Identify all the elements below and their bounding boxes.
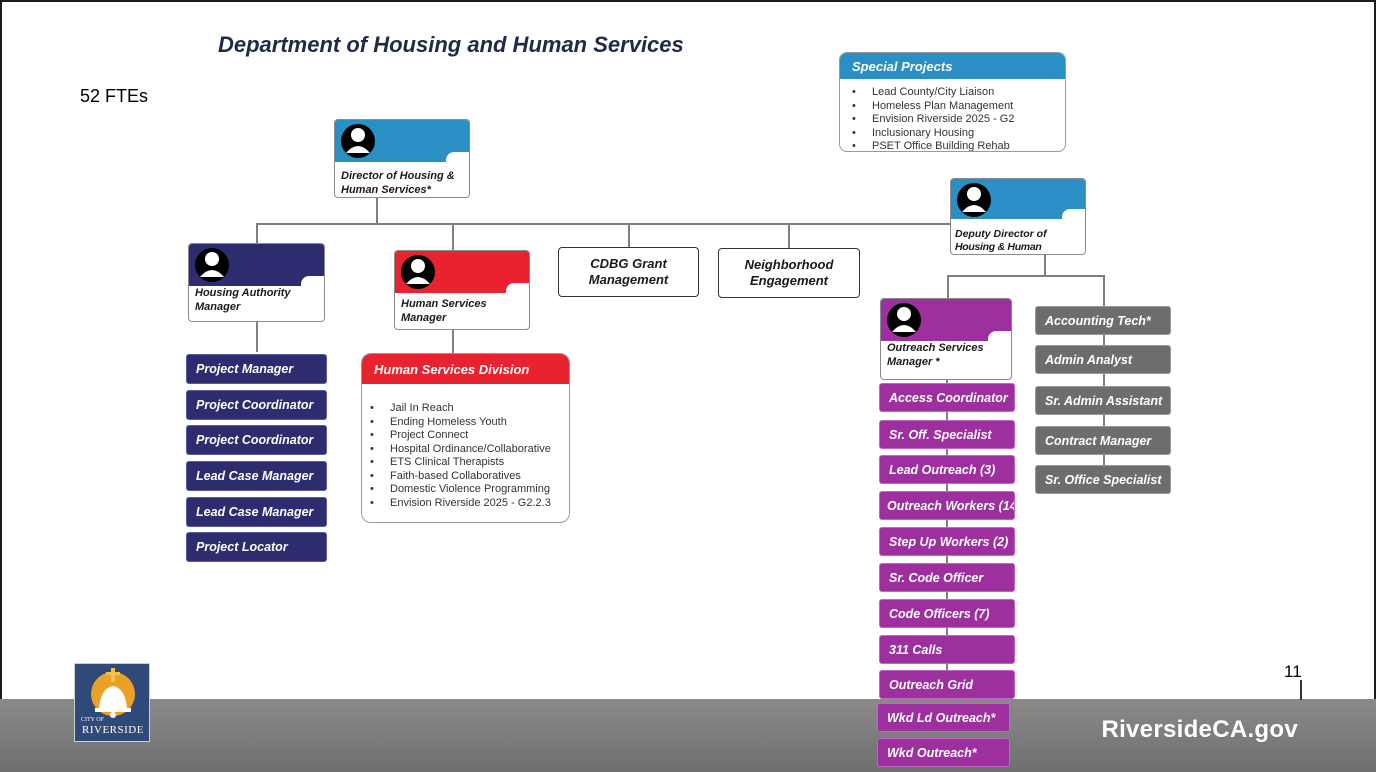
deputy-staff-item: Sr. Admin Assistant [1035, 386, 1171, 415]
director-title-line1: Director of Housing & [341, 170, 455, 182]
card-notch [506, 283, 529, 295]
neighborhood-engagement-box: Neighborhood Engagement [718, 248, 860, 298]
housing-staff-item: Project Coordinator [186, 425, 327, 455]
housing-staff-item: Project Manager [186, 354, 327, 384]
human-services-manager-line1: Human Services [401, 298, 487, 310]
housing-manager-line2: Manager [195, 301, 241, 313]
special-projects-list: Lead County/City Liaison Homeless Plan M… [846, 86, 1014, 151]
human-services-manager-line2: Manager [401, 312, 447, 324]
connector [256, 223, 956, 225]
list-item: Hospital Ordinance/Collaborative [364, 443, 551, 457]
neighborhood-line2: Engagement [749, 273, 828, 288]
outreach-staff-item: Outreach Grid [879, 670, 1015, 699]
connector [628, 223, 630, 248]
outreach-staff-item: Wkd Outreach* [877, 738, 1010, 767]
special-projects-heading: Special Projects [840, 53, 1065, 79]
bell-tower-icon [75, 664, 149, 720]
card-notch [301, 276, 324, 288]
list-item: Project Connect [364, 429, 551, 443]
list-item: PSET Office Building Rehab [846, 140, 1014, 151]
list-item: Envision Riverside 2025 - G2 [846, 113, 1014, 127]
housing-manager-line1: Housing Authority [195, 287, 291, 299]
outreach-staff-item: Step Up Workers (2) [879, 527, 1015, 556]
housing-staff-item: Project Coordinator [186, 390, 327, 420]
human-services-manager-card: Human Services Manager [394, 250, 530, 330]
outreach-staff-item: Sr. Code Officer [879, 563, 1015, 592]
list-item: Faith-based Collaboratives [364, 470, 551, 484]
page-title: Department of Housing and Human Services [218, 32, 684, 57]
connector [452, 223, 454, 250]
housing-authority-manager-card: Housing Authority Manager [188, 243, 325, 322]
connector [947, 275, 1104, 277]
person-icon [341, 124, 375, 158]
outreach-staff-item: Access Coordinator [879, 383, 1015, 412]
list-item: Lead County/City Liaison [846, 86, 1014, 100]
director-title-line2: Human Services* [341, 184, 431, 196]
connector [452, 330, 454, 354]
outreach-manager-line2: Manager * [887, 356, 940, 368]
housing-staff-item: Lead Case Manager [186, 497, 327, 527]
logo-city-of: CITY OF [81, 717, 104, 723]
deputy-director-card: Deputy Director of Housing & Human Servi… [950, 178, 1086, 255]
page-number: 11 [1284, 662, 1302, 681]
list-item: ETS Clinical Therapists [364, 456, 551, 470]
outreach-services-manager-card: Outreach Services Manager * [880, 298, 1012, 380]
list-item: Ending Homeless Youth [364, 416, 551, 430]
housing-staff-item: Lead Case Manager [186, 461, 327, 491]
connector [788, 223, 790, 249]
cdbg-line1: CDBG Grant [590, 256, 667, 271]
cdbg-grant-management-box: CDBG Grant Management [558, 247, 699, 297]
fte-count: 52 FTEs [80, 86, 149, 106]
connector [947, 275, 949, 299]
connector [256, 320, 258, 352]
connector [1044, 254, 1046, 276]
special-projects-box: Special Projects Lead County/City Liaiso… [839, 52, 1066, 152]
logo-city-name: RIVERSIDE [82, 724, 144, 736]
outreach-staff-item: Wkd Ld Outreach* [877, 703, 1010, 732]
list-item: Envision Riverside 2025 - G2.2.3 [364, 497, 551, 511]
person-icon [887, 303, 921, 337]
page-number-rule [1300, 680, 1302, 700]
outreach-staff-item: Sr. Off. Specialist [879, 420, 1015, 449]
person-icon [957, 183, 991, 217]
deputy-title-line2: Housing & Human Services* [955, 241, 1042, 253]
list-item: Homeless Plan Management [846, 100, 1014, 114]
human-services-division-heading: Human Services Division [362, 354, 569, 384]
footer-website[interactable]: RiversideCA.gov [1101, 716, 1298, 743]
deputy-staff-item: Contract Manager [1035, 426, 1171, 455]
list-item: Domestic Violence Programming [364, 483, 551, 497]
cdbg-line2: Management [588, 272, 669, 287]
human-services-division-box: Human Services Division Jail In Reach En… [361, 353, 570, 523]
city-logo: CITY OF RIVERSIDE [74, 663, 150, 742]
deputy-staff-item: Sr. Office Specialist [1035, 465, 1171, 494]
deputy-staff-item: Admin Analyst [1035, 345, 1171, 374]
connector [256, 223, 258, 244]
footer-bar [0, 699, 1376, 772]
connector [1103, 275, 1105, 475]
human-services-division-list: Jail In Reach Ending Homeless Youth Proj… [364, 402, 551, 510]
card-notch [446, 152, 469, 164]
person-icon [401, 255, 435, 289]
outreach-staff-item: Code Officers (7) [879, 599, 1015, 628]
outreach-manager-line1: Outreach Services [887, 342, 984, 354]
list-item: Jail In Reach [364, 402, 551, 416]
connector [376, 197, 378, 224]
person-icon [195, 248, 229, 282]
deputy-staff-item: Accounting Tech* [1035, 306, 1171, 335]
deputy-title-line1: Deputy Director of [955, 228, 1047, 240]
housing-staff-item: Project Locator [186, 532, 327, 562]
card-notch [988, 331, 1011, 343]
outreach-staff-item: 311 Calls [879, 635, 1015, 664]
director-card: Director of Housing & Human Services* [334, 119, 470, 198]
list-item: Inclusionary Housing [846, 127, 1014, 141]
outreach-staff-item: Outreach Workers (14) [879, 491, 1015, 520]
neighborhood-line1: Neighborhood [744, 257, 834, 272]
card-notch [1062, 209, 1085, 221]
outreach-staff-item: Lead Outreach (3) [879, 455, 1015, 484]
